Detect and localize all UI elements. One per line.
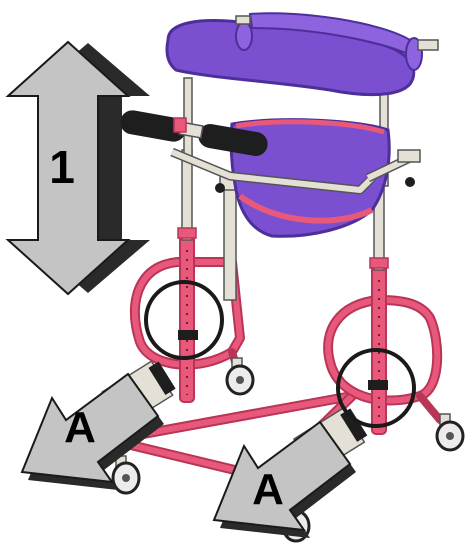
height-adjust-label: 1 [49, 141, 75, 193]
left-post [178, 150, 196, 402]
wheel-front-left [113, 456, 139, 493]
chest-pad [167, 13, 438, 94]
leg-adjust-right-label: A [252, 465, 284, 514]
height-adjust-arrow-icon [8, 42, 150, 294]
wheel-back-right [437, 414, 463, 450]
right-post [370, 180, 388, 434]
wheel-back-left [227, 358, 253, 394]
hand-grips [118, 108, 269, 157]
leg-adjust-left-label: A [64, 403, 96, 452]
